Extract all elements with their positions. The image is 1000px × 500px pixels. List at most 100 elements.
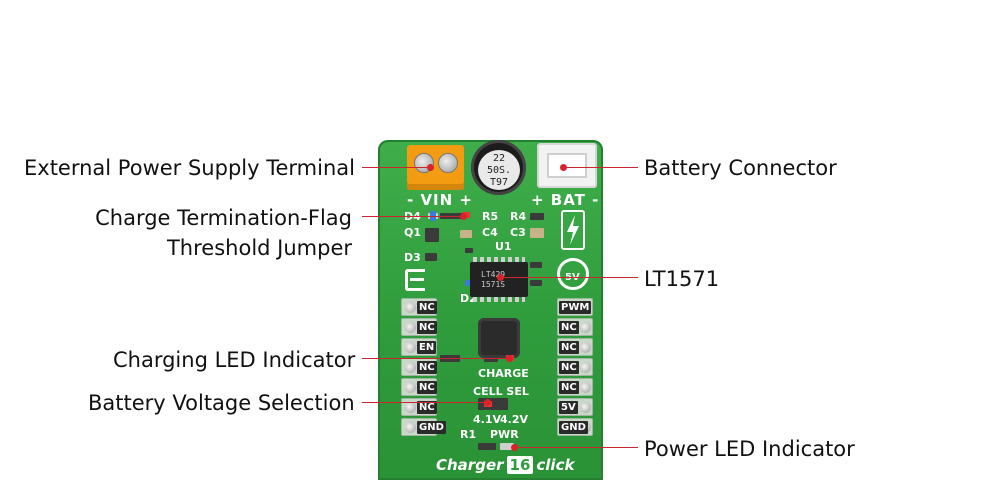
right-pin-label: 5V [559, 401, 578, 414]
silk-c4: C4 [482, 226, 498, 239]
left-pin-label: NC [417, 321, 437, 334]
callout-lt1571: LT1571 [644, 267, 720, 291]
inductor [478, 318, 520, 358]
silk-4v1: 4.1V [473, 413, 501, 426]
left-pin-label: GND [417, 421, 446, 434]
dot-external-power [427, 164, 434, 171]
silk-r4: R4 [510, 210, 527, 223]
left-pin-6: NC [401, 398, 437, 416]
callout-battery-connector: Battery Connector [644, 156, 837, 180]
right-pin-4: NC [557, 358, 593, 376]
ic-pins-bottom [473, 297, 525, 302]
terminal-screw-right [438, 153, 458, 173]
board-name-suffix: click [536, 456, 575, 474]
left-pin-label: NC [417, 381, 437, 394]
smd-small-1 [465, 248, 473, 253]
left-pin-3: EN [401, 338, 437, 356]
callout-external-power: External Power Supply Terminal [24, 156, 355, 180]
board-name-number: 16 [506, 456, 534, 474]
ic-pins-top [473, 257, 525, 262]
left-pin-7: GND [401, 418, 446, 436]
callout-termination-line2: Threshold Jumper [166, 236, 352, 260]
silk-4v2: 4.2V [500, 413, 528, 426]
right-pin-label: GND [559, 421, 588, 434]
silk-pwr: PWR [490, 428, 519, 441]
right-pin-3: NC [557, 338, 593, 356]
silk-bat: + BAT - [531, 191, 600, 209]
silk-cell-sel: CELL SEL [473, 385, 529, 398]
ic-marking: LT429 1571S [481, 270, 505, 290]
capacitor-text: 22 50S. T97 [486, 153, 512, 188]
right-pin-label: NC [559, 321, 579, 334]
left-pin-label: EN [417, 341, 437, 354]
voltage-jumper-pad [478, 398, 508, 410]
smd-c3 [530, 228, 544, 238]
leader-termination [362, 216, 462, 217]
smd-small-3 [530, 280, 542, 286]
leader-battery-voltage [362, 402, 486, 403]
capacitor-marking: 22 50S. T97 [478, 150, 520, 190]
smd-c4 [460, 230, 472, 238]
silk-r1: R1 [460, 428, 477, 441]
silk-q1: Q1 [404, 226, 422, 239]
right-pin-2: NC [557, 318, 593, 336]
leader-battery-connector [563, 167, 638, 168]
callout-battery-voltage: Battery Voltage Selection [88, 391, 355, 415]
dot-charging-led [506, 355, 513, 362]
pin-hole [580, 382, 591, 393]
right-pin-1: PWM [557, 298, 593, 316]
leader-power-led [514, 447, 638, 448]
right-pin-6: 5V [557, 398, 593, 416]
pin-hole [580, 322, 591, 333]
right-pin-label: NC [559, 381, 579, 394]
smd-small-2 [530, 262, 542, 268]
ic-text: LT429 1571S [481, 270, 506, 289]
right-pin-label: NC [559, 341, 579, 354]
pin-hole [580, 342, 591, 353]
callout-termination-line1: Charge Termination-Flag [95, 206, 352, 230]
battery-connector-slot [547, 153, 587, 178]
callout-charging-led: Charging LED Indicator [113, 348, 356, 372]
right-pin-7: GND [557, 418, 593, 436]
silk-d3: D3 [404, 251, 421, 264]
smd-q1 [425, 228, 439, 242]
pin-hole [405, 302, 416, 313]
power-symbol-icon [557, 258, 589, 290]
pin-hole [405, 382, 416, 393]
pin-hole [405, 422, 416, 433]
silk-vin: - VIN + [407, 191, 473, 209]
pin-hole [405, 322, 416, 333]
left-pin-label: NC [417, 361, 437, 374]
leader-charging-led [362, 358, 508, 359]
right-pin-5: NC [557, 378, 593, 396]
dot-battery-connector [560, 164, 567, 171]
battery-bolt-icon [561, 210, 585, 250]
dot-termination [460, 213, 467, 220]
mikroe-logo-icon [405, 269, 425, 291]
left-pin-label: NC [417, 401, 437, 414]
left-pin-label: NC [417, 301, 437, 314]
board-name-prefix: Charger [436, 456, 504, 474]
pin-hole [580, 362, 591, 373]
left-pin-5: NC [401, 378, 437, 396]
silk-c3: C3 [510, 226, 526, 239]
smd-d3 [425, 253, 437, 261]
callout-power-led: Power LED Indicator [644, 437, 855, 461]
pin-hole [405, 342, 416, 353]
pin-hole [580, 402, 591, 413]
smd-r4 [530, 213, 544, 220]
left-pin-4: NC [401, 358, 437, 376]
silk-r5: R5 [482, 210, 499, 223]
dot-lt1571 [497, 274, 504, 281]
dot-battery-voltage [484, 399, 491, 406]
silk-charge: CHARGE [478, 367, 529, 380]
right-pin-label: NC [559, 361, 579, 374]
silk-u1: U1 [495, 240, 512, 253]
smd-r1 [478, 443, 496, 450]
pin-hole [405, 402, 416, 413]
lightning-icon [567, 215, 579, 245]
leader-external-power [362, 167, 430, 168]
left-pin-1: NC [401, 298, 437, 316]
